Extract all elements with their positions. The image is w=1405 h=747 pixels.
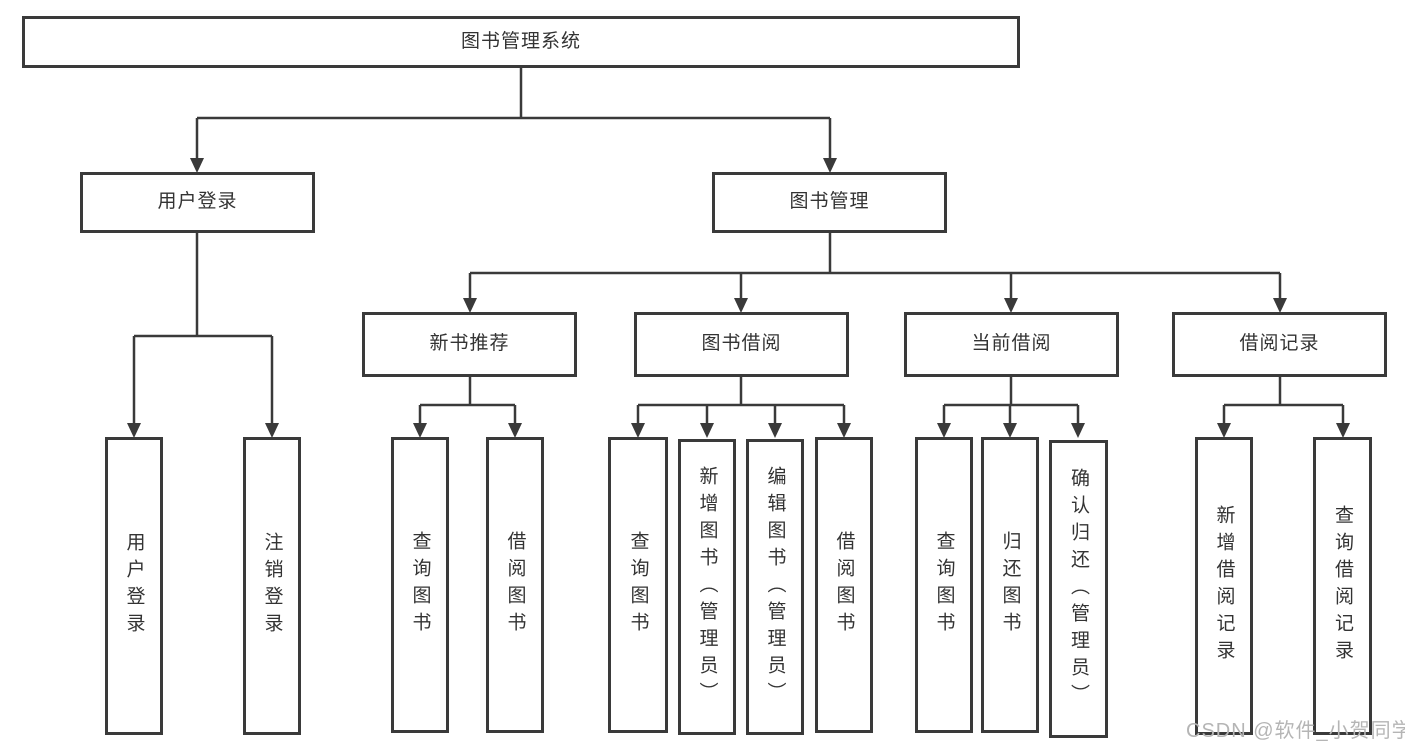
leaf-records-query-record: 查询借阅记录 bbox=[1313, 437, 1372, 735]
node-new-book-recommend: 新书推荐 bbox=[362, 312, 577, 377]
leaf-newrec-query-books: 查询图书 bbox=[391, 437, 449, 733]
node-book-management: 图书管理 bbox=[712, 172, 947, 233]
csdn-watermark: CSDN @软件_小贺同学 bbox=[1186, 720, 1405, 742]
leaf-current-return-books: 归还图书 bbox=[981, 437, 1039, 733]
leaf-user-login: 用户登录 bbox=[105, 437, 163, 735]
leaf-borrow-edit-books-admin: 编辑图书（管理员） bbox=[746, 439, 804, 735]
node-borrowing-records: 借阅记录 bbox=[1172, 312, 1387, 377]
leaf-current-query-books: 查询图书 bbox=[915, 437, 973, 733]
leaf-current-confirm-return-admin: 确认归还（管理员） bbox=[1049, 440, 1108, 738]
leaf-borrow-query-books: 查询图书 bbox=[608, 437, 668, 733]
leaf-records-add-record: 新增借阅记录 bbox=[1195, 437, 1253, 735]
leaf-newrec-borrow-books: 借阅图书 bbox=[486, 437, 544, 733]
node-user-login: 用户登录 bbox=[80, 172, 315, 233]
node-book-borrowing: 图书借阅 bbox=[634, 312, 849, 377]
node-library-management-system: 图书管理系统 bbox=[22, 16, 1020, 68]
leaf-borrow-add-books-admin: 新增图书（管理员） bbox=[678, 439, 736, 735]
leaf-logout-login: 注销登录 bbox=[243, 437, 301, 735]
leaf-borrow-borrow-books: 借阅图书 bbox=[815, 437, 873, 733]
node-current-borrowing: 当前借阅 bbox=[904, 312, 1119, 377]
